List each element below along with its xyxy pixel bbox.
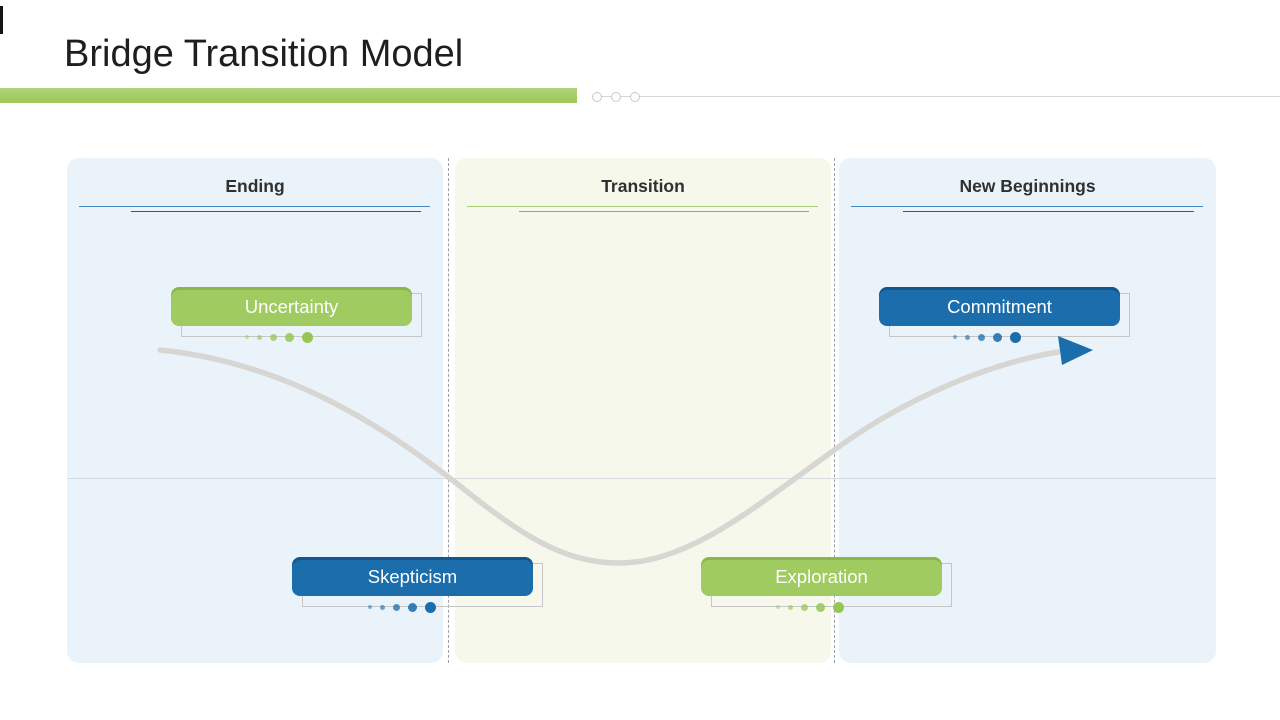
stage-label: Uncertainty bbox=[244, 295, 339, 317]
panel-underline bbox=[79, 206, 430, 207]
timeline-circle-icon bbox=[592, 92, 602, 102]
progress-dots-uncertainty bbox=[245, 331, 313, 343]
progress-dots-skepticism bbox=[368, 601, 436, 613]
panel-underline bbox=[519, 211, 809, 212]
progress-dots-exploration bbox=[776, 601, 844, 613]
stage-box-skepticism: Skepticism bbox=[292, 557, 533, 596]
panel-underline bbox=[467, 206, 818, 207]
panel-underline bbox=[851, 206, 1203, 207]
panel-underline bbox=[903, 211, 1194, 212]
panel-ending-title: Ending bbox=[225, 176, 285, 196]
panel-transition-title: Transition bbox=[601, 176, 685, 196]
stage-label: Exploration bbox=[775, 565, 868, 587]
stage-box-exploration: Exploration bbox=[701, 557, 942, 596]
stage-box-commitment: Commitment bbox=[879, 287, 1120, 326]
stage-label: Skepticism bbox=[367, 565, 458, 587]
stage-box-uncertainty: Uncertainty bbox=[171, 287, 412, 326]
stage-label: Commitment bbox=[947, 295, 1052, 317]
timeline-circle-icon bbox=[611, 92, 621, 102]
panel-underline bbox=[131, 211, 421, 212]
horizontal-midline bbox=[67, 478, 1216, 479]
timeline-circle-icon bbox=[630, 92, 640, 102]
page-title: Bridge Transition Model bbox=[64, 33, 464, 75]
timeline-line bbox=[597, 96, 1280, 97]
title-accent-bar bbox=[0, 88, 577, 103]
left-edge-notch bbox=[0, 6, 3, 34]
panel-new-beginnings-title: New Beginnings bbox=[959, 176, 1096, 196]
progress-dots-commitment bbox=[953, 331, 1021, 343]
